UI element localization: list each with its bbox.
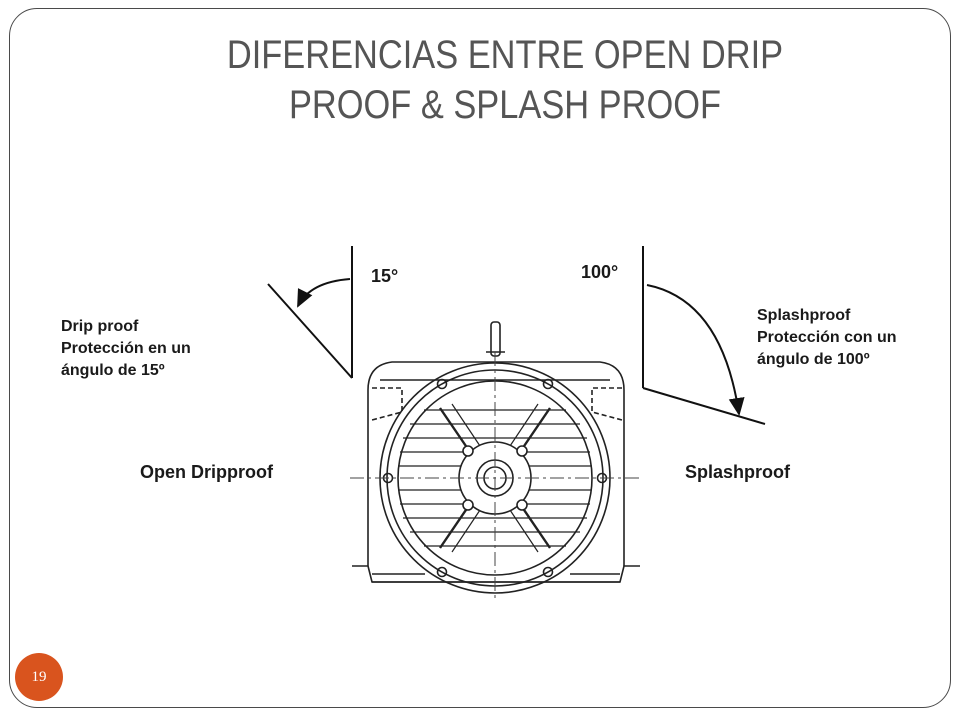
open-dripproof-label: Open Dripproof	[140, 462, 273, 482]
splash-angle-lines	[642, 246, 766, 425]
splashproof-label: Splashproof	[685, 462, 791, 482]
title-line-2: PROOF & SPLASH PROOF	[288, 83, 721, 127]
center-lines	[350, 352, 640, 598]
slide-title: DIFERENCIAS ENTRE OPEN DRIP PROOF & SPLA…	[122, 30, 887, 130]
page-number-badge: 19	[15, 653, 63, 701]
drip-proof-label: Drip proof Protección en un ángulo de 15…	[61, 318, 191, 379]
drip-angle-lines	[267, 246, 353, 379]
angle-100-label: 100°	[581, 262, 619, 282]
title-line-1: DIFERENCIAS ENTRE OPEN DRIP	[226, 33, 784, 77]
motor-body	[352, 321, 640, 594]
angle-15-label: 15°	[371, 266, 399, 286]
splash-proof-label: Splashproof Protección con un ángulo de …	[757, 307, 897, 368]
